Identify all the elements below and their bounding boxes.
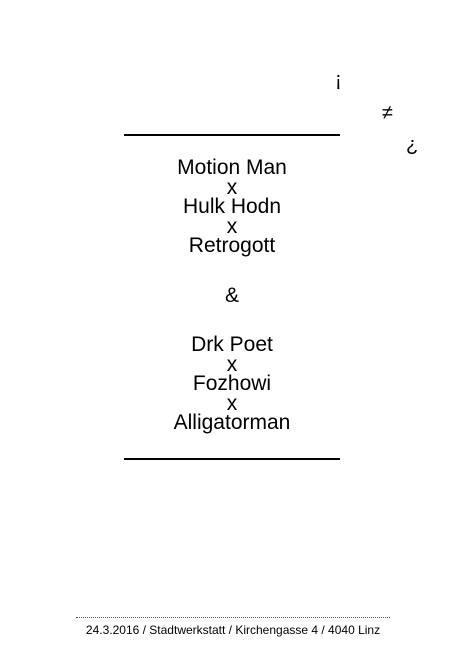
inverted-question-glyph: ¿: [406, 134, 419, 156]
artist-name: Alligatorman: [173, 411, 291, 434]
separator-x: x: [226, 352, 238, 376]
separator-x: x: [226, 175, 238, 199]
ampersand: &: [224, 283, 239, 307]
separator-x: x: [226, 214, 238, 238]
bottom-divider: [124, 458, 340, 460]
artist-name: Hulk Hodn: [182, 195, 282, 218]
footer-dotted-rule: [76, 617, 390, 618]
separator-x: x: [226, 391, 238, 415]
artist-name: Drk Poet: [191, 333, 273, 356]
event-details: 24.3.2016 / Stadtwerkstatt / Kirchengass…: [85, 623, 381, 637]
not-equal-glyph: ≠: [382, 102, 393, 124]
inverted-exclamation-glyph: ¡: [335, 69, 342, 91]
artist-name: Retrogott: [188, 234, 276, 257]
artist-lineup: Motion Man x Hulk Hodn x Retrogott & Drk…: [124, 156, 340, 434]
artist-name: Fozhowi: [192, 372, 272, 395]
top-divider: [124, 134, 340, 136]
artist-name: Motion Man: [177, 156, 287, 179]
